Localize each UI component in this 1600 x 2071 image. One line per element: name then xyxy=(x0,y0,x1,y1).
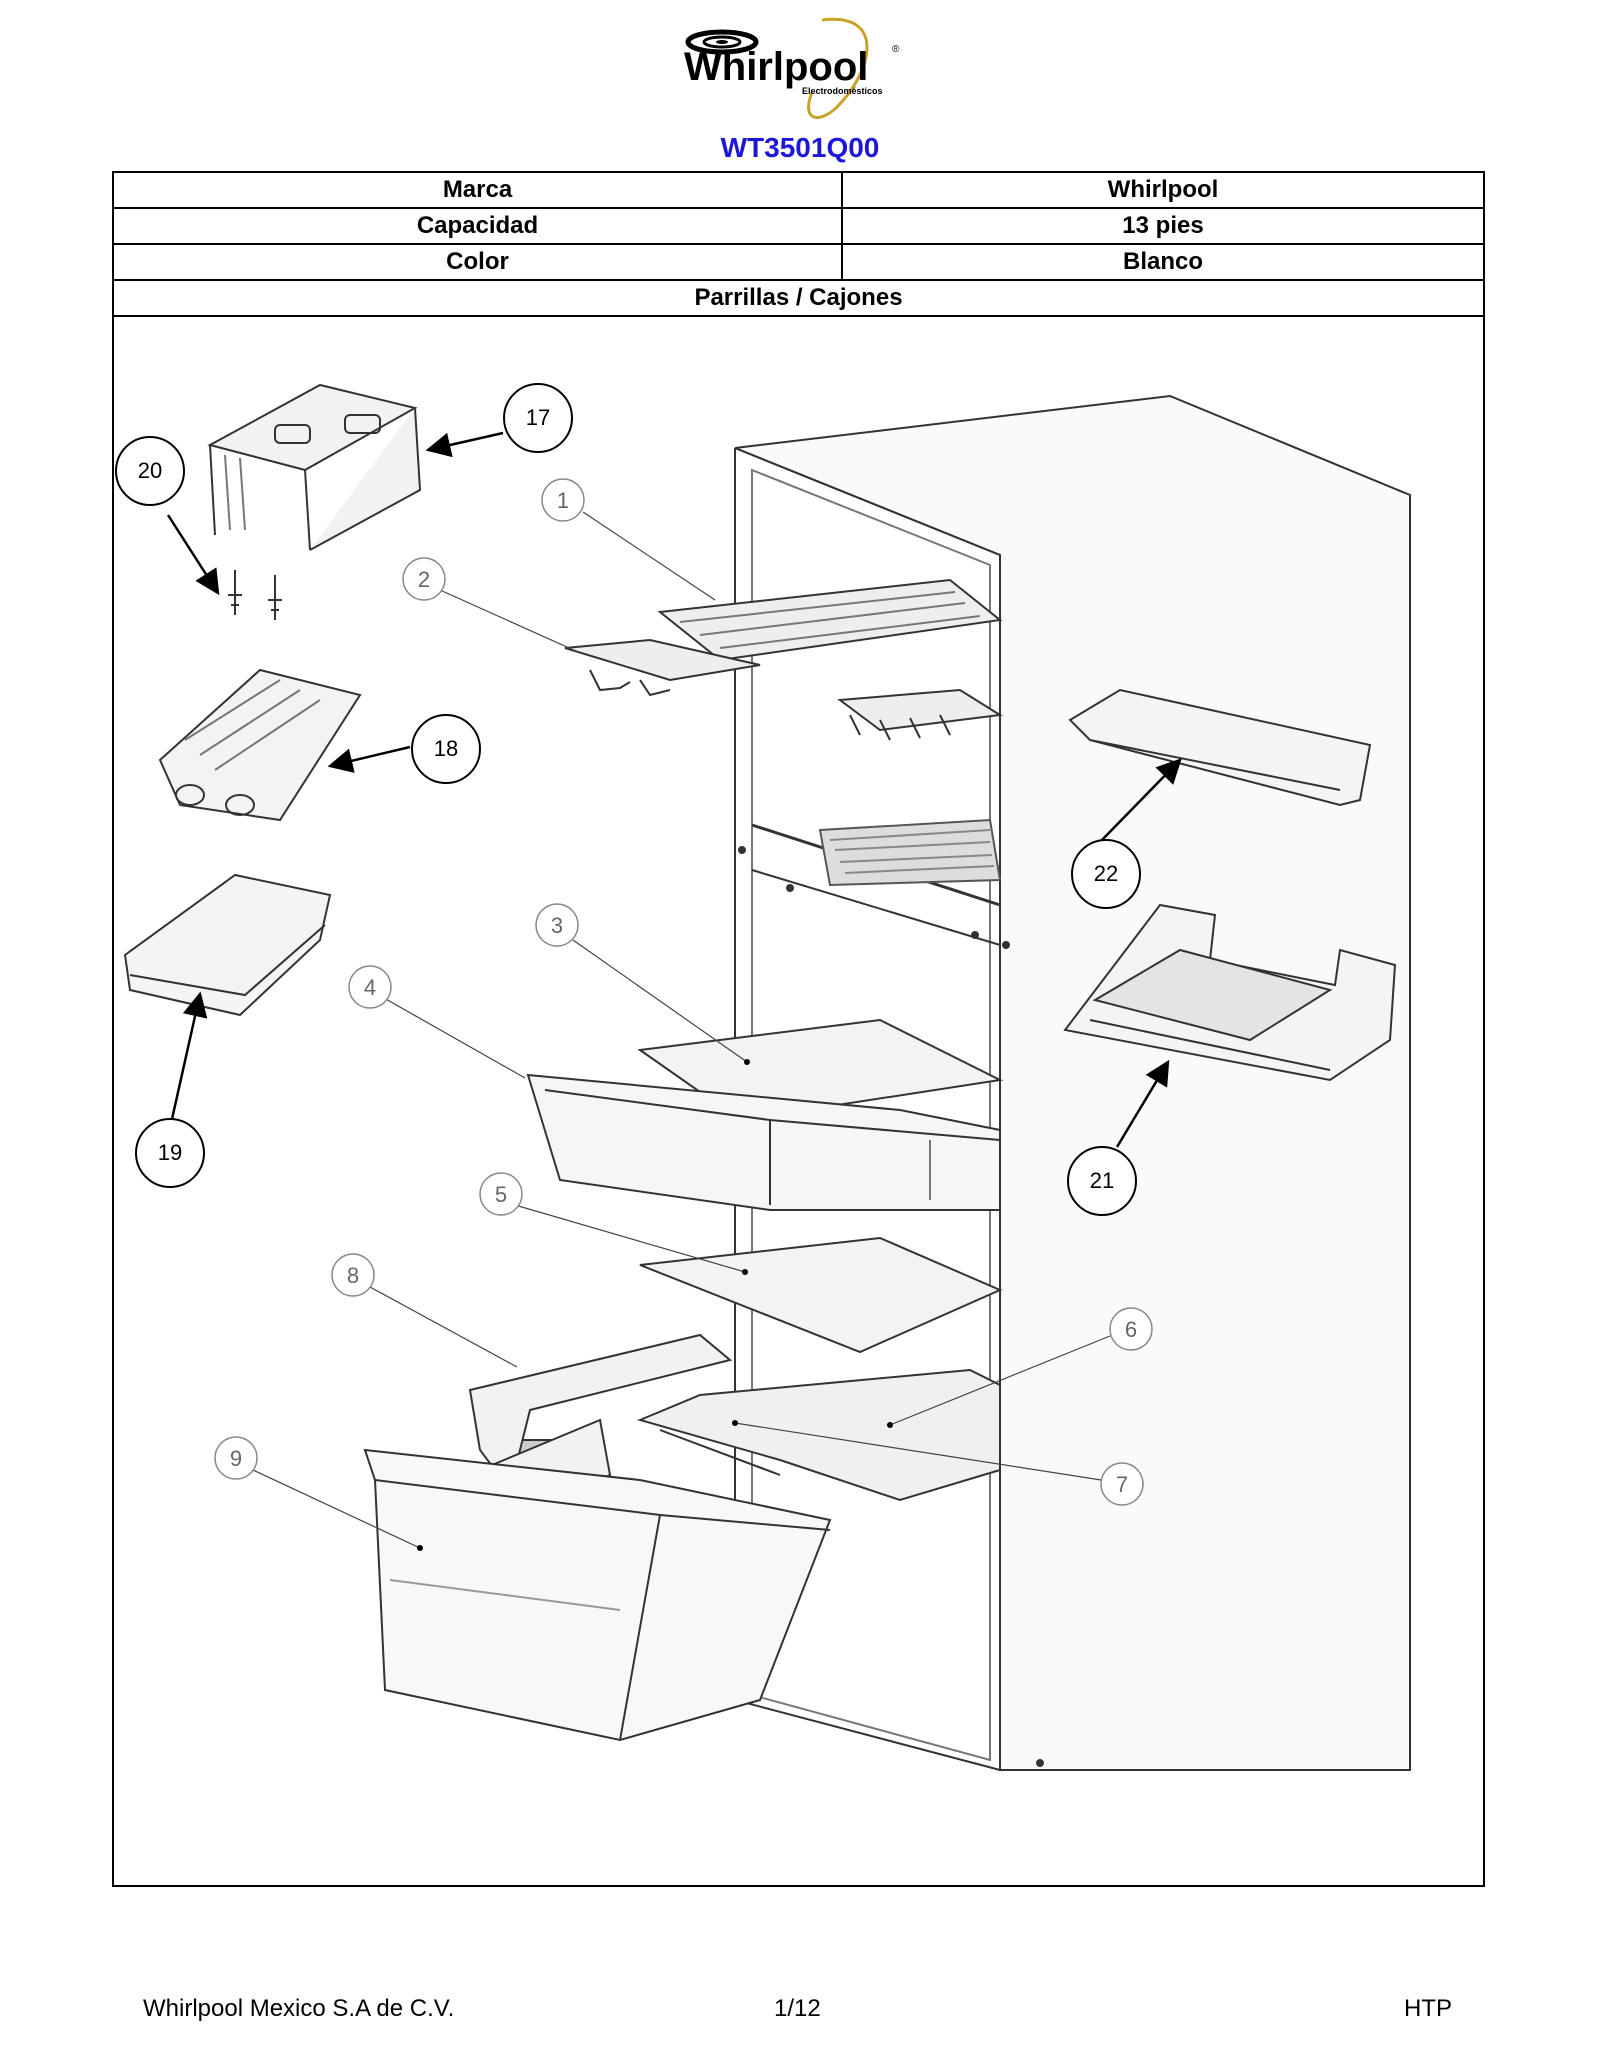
svg-text:7: 7 xyxy=(1116,1472,1128,1497)
svg-text:4: 4 xyxy=(364,975,376,1000)
freezer-shelf xyxy=(657,578,1003,662)
ice-tray-right xyxy=(837,688,1003,741)
svg-text:20: 20 xyxy=(138,458,162,483)
svg-text:17: 17 xyxy=(526,405,550,430)
butter-tray xyxy=(123,873,332,1017)
door-shelf-rail xyxy=(1068,688,1372,807)
leader-lines xyxy=(252,511,1111,1549)
callout-18: 18 xyxy=(411,714,481,784)
callout-17: 17 xyxy=(503,383,573,453)
part-9-label: 9 xyxy=(214,1436,258,1480)
whirlpool-logo: Whirlpool ® Electrodomésticos xyxy=(684,17,900,119)
crisper-drawer xyxy=(526,1073,1001,1211)
door-bin xyxy=(1063,903,1397,1082)
spec-label: Color xyxy=(114,245,843,279)
svg-text:2: 2 xyxy=(418,567,430,592)
svg-text:21: 21 xyxy=(1090,1168,1114,1193)
section-title: Parrillas / Cajones xyxy=(694,284,903,311)
svg-text:5: 5 xyxy=(495,1182,507,1207)
svg-text:8: 8 xyxy=(347,1263,359,1288)
callout-21: 21 xyxy=(1067,1146,1137,1216)
ice-cube-tray xyxy=(158,668,362,822)
svg-text:9: 9 xyxy=(230,1446,242,1471)
section-title-row: Parrillas / Cajones xyxy=(114,281,1483,317)
ice-tray xyxy=(564,638,761,697)
part-8-label: 8 xyxy=(331,1253,375,1297)
part-5-label: 5 xyxy=(479,1172,523,1216)
logo-wordmark: Whirlpool xyxy=(684,45,868,89)
spec-label: Capacidad xyxy=(114,209,843,243)
glass-shelf-lower xyxy=(639,1236,1003,1354)
svg-text:18: 18 xyxy=(434,736,458,761)
spec-row: Marca Whirlpool xyxy=(114,173,1483,209)
svg-text:22: 22 xyxy=(1094,861,1118,886)
ice-bin-bracket xyxy=(207,383,422,551)
part-4-label: 4 xyxy=(348,965,392,1009)
spec-value: Whirlpool xyxy=(1107,176,1219,203)
footer-company: Whirlpool Mexico S.A de C.V. xyxy=(143,1995,455,2022)
footer-code: HTP xyxy=(1404,1995,1452,2022)
spec-row: Capacidad 13 pies xyxy=(114,209,1483,245)
leader-dots xyxy=(417,1059,893,1551)
spec-value: Blanco xyxy=(1122,248,1203,275)
callout-19: 19 xyxy=(135,1118,205,1188)
svg-text:19: 19 xyxy=(158,1140,182,1165)
callout-22: 22 xyxy=(1071,839,1141,909)
svg-text:1: 1 xyxy=(557,488,569,513)
vegetable-drawer xyxy=(363,1448,832,1742)
part-7-label: 7 xyxy=(1100,1462,1144,1506)
spec-label: Marca xyxy=(114,173,843,207)
mounting-pins xyxy=(228,570,282,620)
model-number: WT3501Q00 xyxy=(720,132,880,163)
spec-value: 13 pies xyxy=(1122,212,1204,239)
spec-table: Marca Whirlpool Capacidad 13 pies Color … xyxy=(112,171,1485,1887)
footer-page-number: 1/12 xyxy=(774,1995,821,2022)
part-3-label: 3 xyxy=(535,903,579,947)
callout-20: 20 xyxy=(115,436,185,506)
callout-arrows xyxy=(166,431,1182,1148)
spec-row: Color Blanco xyxy=(114,245,1483,281)
svg-text:3: 3 xyxy=(551,913,563,938)
part-2-label: 2 xyxy=(402,557,446,601)
part-6-label: 6 xyxy=(1109,1307,1153,1351)
svg-text:®: ® xyxy=(892,44,900,55)
part-1-label: 1 xyxy=(541,478,585,522)
svg-text:6: 6 xyxy=(1125,1317,1137,1342)
svg-text:Electrodomésticos: Electrodomésticos xyxy=(802,86,883,96)
